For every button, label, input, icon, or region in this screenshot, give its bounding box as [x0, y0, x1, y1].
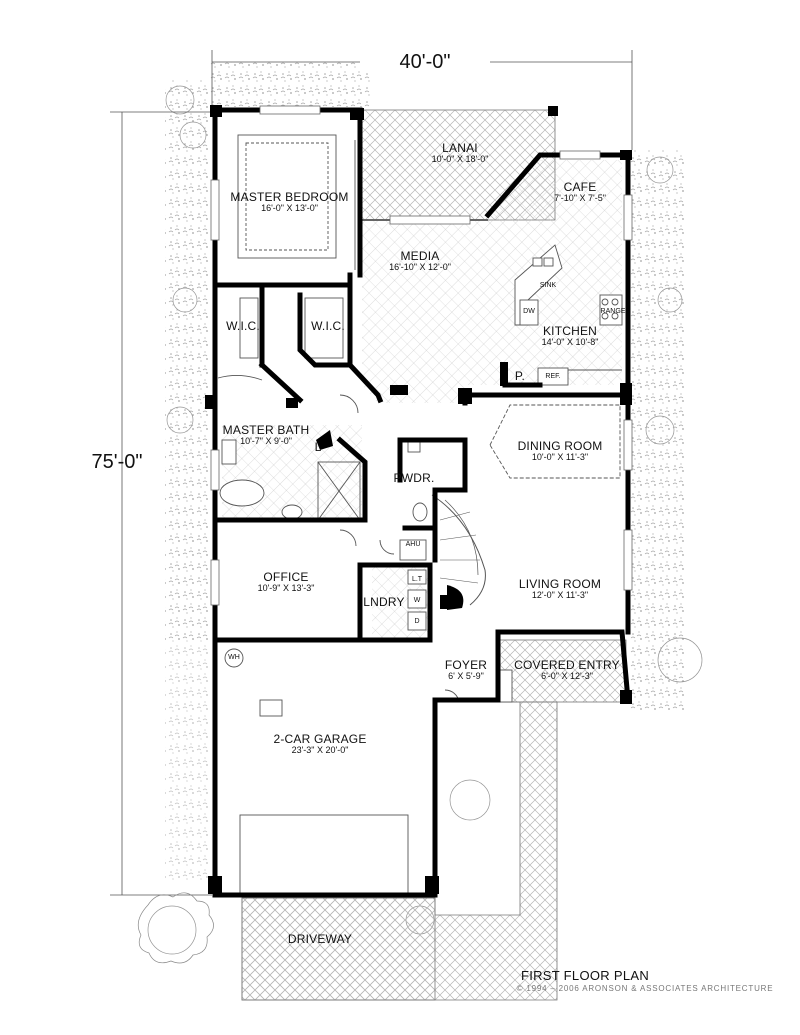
tree-canopy: [137, 892, 214, 964]
room-linen: L: [314, 440, 322, 454]
fixture-sink: SINK: [539, 282, 557, 289]
fixture-dishwasher: DW: [523, 308, 535, 315]
fixture-laundry-tub: L.T: [411, 576, 423, 583]
room-size: 12'-0" X 11'-3": [531, 589, 589, 600]
walls: [212, 107, 631, 898]
room-master-bath: MASTER BATH 10'-7" X 9'-0": [216, 424, 316, 446]
room-living: LIVING ROOM 12'-0" X 11'-3": [505, 578, 615, 600]
room-name: LANAI: [442, 141, 478, 155]
wall-fills: [205, 105, 632, 894]
fixture-range: RANGE: [600, 308, 626, 315]
room-name: CAFE: [563, 180, 597, 194]
room-covered-entry: COVERED ENTRY 6'-0" X 12'-3": [507, 659, 627, 681]
interior-lines: [217, 111, 623, 896]
room-name: 2-CAR GARAGE: [273, 732, 367, 746]
room-name: MASTER BATH: [222, 423, 310, 437]
windows: [210, 105, 633, 606]
plan-title: FIRST FLOOR PLAN: [520, 968, 650, 983]
fixture-refrigerator: REF.: [545, 373, 561, 380]
fixture-dryer: D: [414, 618, 420, 625]
room-name: FOYER: [444, 658, 488, 672]
room-name: DINING ROOM: [517, 439, 603, 453]
driveway-paving: [241, 897, 436, 1001]
room-name: COVERED ENTRY: [514, 658, 620, 672]
landscaping: [147, 62, 703, 955]
room-size: 14'-0" X 10'-8": [541, 336, 599, 347]
room-cafe: CAFE 7'-10" X 7'-5": [530, 181, 630, 203]
room-laundry: LNDRY: [363, 595, 405, 609]
covered-entry-paving: [497, 639, 627, 703]
room-name: MEDIA: [400, 249, 440, 263]
interior-tile: [222, 160, 622, 640]
room-name: OFFICE: [263, 570, 309, 584]
room-powder: PWDR.: [393, 471, 435, 485]
room-dining: DINING ROOM 10'-0" X 11'-3": [505, 440, 615, 462]
room-media: MEDIA 16'-10" X 12'-0": [370, 250, 470, 272]
room-garage: 2-CAR GARAGE 23'-3" X 20'-0": [255, 733, 385, 755]
room-size: 6' X 5'-9": [448, 670, 484, 681]
room-size: 16'-0" X 13'-0": [261, 202, 318, 213]
room-driveway: DRIVEWAY: [287, 932, 353, 946]
room-size: 6'-0" X 12'-3": [541, 670, 593, 681]
room-name: MASTER BEDROOM: [230, 190, 349, 204]
room-size: 7'-10" X 7'-5": [554, 192, 606, 203]
room-lanai: LANAI 10'-0" X 18'-0": [400, 142, 520, 164]
room-wic-right: W.I.C.: [311, 319, 345, 333]
room-name: KITCHEN: [542, 324, 598, 338]
room-foyer: FOYER 6' X 5'-9": [437, 659, 495, 681]
room-size: 10'-0" X 11'-3": [531, 451, 589, 462]
width-dimension: 40'-0": [360, 52, 490, 73]
room-wic-left: W.I.C.: [226, 319, 260, 333]
room-kitchen: KITCHEN 14'-0" X 10'-8": [520, 325, 620, 347]
room-name: LIVING ROOM: [518, 577, 602, 591]
room-size: 10'-0" X 18'-0": [431, 153, 489, 164]
fixture-ahu: AHU: [405, 541, 421, 548]
fixture-water-heater: WH: [228, 654, 240, 661]
room-size: 16'-10" X 12'-0": [389, 261, 451, 272]
room-size: 10'-9" X 13'-3": [257, 582, 315, 593]
copyright-notice: © 1994 – 2006 ARONSON & ASSOCIATES ARCHI…: [516, 984, 774, 993]
room-size: 23'-3" X 20'-0": [291, 744, 349, 755]
room-office: OFFICE 10'-9" X 13'-3": [236, 571, 336, 593]
room-master-bedroom: MASTER BEDROOM 16'-0" X 13'-0": [222, 191, 357, 213]
fixture-washer: W: [413, 597, 421, 604]
room-size: 10'-7" X 9'-0": [240, 435, 292, 446]
depth-dimension: 75'-0": [91, 451, 143, 473]
room-pantry: P.: [514, 369, 526, 383]
